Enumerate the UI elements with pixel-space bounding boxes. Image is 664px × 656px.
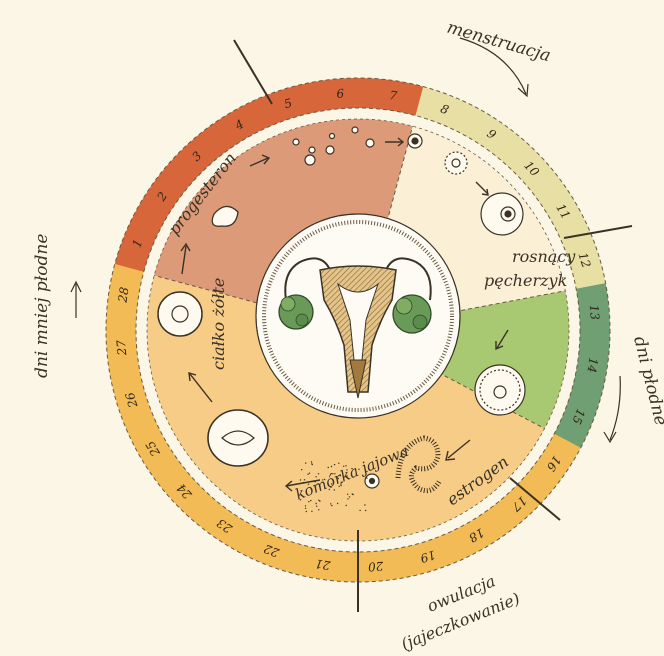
growing-follicle-label-2: pęcherzyk <box>484 271 567 290</box>
day-number: 27 <box>114 339 129 357</box>
stipple-dot <box>318 473 319 474</box>
stipple-dot <box>318 500 319 501</box>
stipple-dot <box>300 479 301 480</box>
stipple-dot <box>305 462 306 463</box>
stipple-dot <box>316 506 317 507</box>
day-number: 21 <box>314 556 332 572</box>
menstruation-label: menstruacja <box>445 18 553 67</box>
stipple-dot <box>318 509 319 510</box>
stipple-dot <box>331 466 332 467</box>
stipple-dot <box>311 511 312 512</box>
stipple-dot <box>307 474 308 475</box>
stipple-dot <box>304 479 305 480</box>
uterus-illustration <box>256 214 460 418</box>
stipple-dot <box>328 467 329 468</box>
stipple-dot <box>364 504 365 505</box>
stipple-dot <box>346 505 347 506</box>
stipple-dot <box>337 503 338 504</box>
stipple-dot <box>347 494 348 495</box>
stipple-dot <box>311 461 312 462</box>
day-number: 13 <box>587 304 602 321</box>
stipple-dot <box>301 469 302 470</box>
stipple-dot <box>310 500 311 501</box>
day-number: 6 <box>336 86 345 101</box>
stipple-dot <box>338 463 339 464</box>
growing-follicle-label-1: rosnący <box>512 247 576 266</box>
fertile-days-label: dni płodne <box>629 334 664 427</box>
stipple-dot <box>309 473 310 474</box>
stipple-dot <box>330 503 331 504</box>
stipple-dot <box>365 510 366 511</box>
stipple-dot <box>315 503 316 504</box>
stipple-dot <box>334 464 335 465</box>
stipple-dot <box>366 478 367 479</box>
stipple-dot <box>305 508 306 509</box>
stipple-dot <box>306 511 307 512</box>
less-fertile-days-label: dni mniej płodne <box>32 234 52 378</box>
stipple-dot <box>352 493 353 494</box>
stipple-dot <box>359 510 360 511</box>
stipple-dot <box>305 505 306 506</box>
stipple-dot <box>311 463 312 464</box>
day-number: 14 <box>584 357 600 374</box>
stipple-dot <box>308 501 309 502</box>
day-number: 20 <box>367 559 385 574</box>
stipple-dot <box>349 496 350 497</box>
corpus-luteum-label: ciałko żółte <box>209 278 228 370</box>
stipple-dot <box>331 505 332 506</box>
day-number: 28 <box>115 286 131 305</box>
stipple-dot <box>347 498 348 499</box>
